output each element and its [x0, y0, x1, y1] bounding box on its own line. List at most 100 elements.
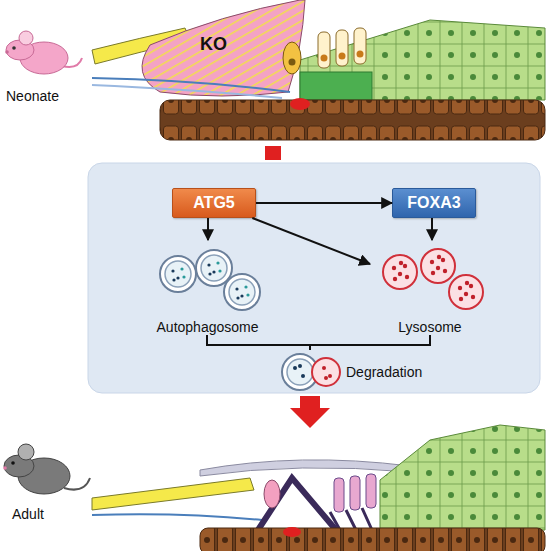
basilar-cells [200, 528, 545, 551]
cargo-dot [293, 366, 297, 370]
node-text-block: FOXA3 [407, 194, 460, 212]
enzyme-dot [392, 266, 396, 270]
regulation-arrow [431, 218, 433, 240]
stage-label: Adult [12, 506, 44, 522]
autophagosome-inner [287, 359, 313, 385]
tectorial-membrane [200, 460, 410, 476]
nerve-fiber [92, 85, 282, 98]
node-label: ATG5 [193, 194, 234, 212]
cargo-dot [208, 272, 211, 275]
vesicle-icons [150, 244, 265, 316]
regulation-arrow [207, 218, 209, 240]
down-arrow [290, 396, 330, 428]
cargo-dot [236, 296, 239, 299]
supporting-cells [380, 425, 545, 530]
degradation-group: Degradation [280, 350, 440, 395]
neonate-mouse [5, 31, 82, 74]
regulation-arrow [252, 218, 370, 264]
enzyme-dot [471, 295, 475, 299]
cell-nucleus [339, 53, 346, 60]
gene-box: ATG5 [172, 188, 256, 218]
supporting-cells [300, 20, 545, 100]
mouse-ear [18, 444, 34, 460]
enzyme-dot [393, 277, 397, 281]
cell-nucleus [357, 51, 364, 58]
vesicle-icons [370, 244, 490, 316]
red-structure [283, 527, 301, 537]
mechanism-panel [88, 163, 540, 393]
cargo-dot [172, 278, 175, 281]
enzyme-dot [403, 264, 407, 268]
autophagosome-inner [229, 279, 255, 305]
cell-nucleus [289, 59, 296, 66]
enzyme-dot [398, 272, 402, 276]
autophagosome-outer [160, 256, 196, 292]
cargo-dot [240, 294, 243, 297]
outer-hair-cell [336, 30, 348, 66]
lysosome-membrane [449, 275, 483, 309]
regulation-arrow [256, 202, 392, 204]
autophagosome-inner [201, 255, 227, 281]
outer-hair-cell [354, 28, 366, 64]
adult-cochlea [92, 425, 545, 551]
enzyme-dot [441, 258, 445, 262]
yellow-cells [92, 478, 254, 510]
gene-box: FOXA3 [392, 188, 476, 218]
cargo-dot [212, 270, 215, 273]
node-label: Lysosome [370, 319, 490, 335]
mouse-nose [5, 50, 9, 54]
outer-hair-cell [366, 474, 376, 508]
adult-mouse [3, 444, 90, 494]
cargo-dot [182, 275, 185, 278]
pillar-cells [300, 72, 372, 100]
cargo-dot [298, 364, 302, 368]
enzyme-dot [399, 261, 403, 265]
outer-hair-cell [350, 476, 360, 510]
node-label: FOXA3 [407, 194, 460, 212]
nerve-fiber [92, 514, 262, 520]
lysosome-membrane [383, 255, 417, 289]
cargo-dot [246, 293, 249, 296]
pillar-cells [258, 478, 336, 530]
enzyme-dot [431, 271, 435, 275]
node-text-block: Autophagosome [150, 319, 265, 335]
stage-label: Neonate [6, 88, 59, 104]
enzyme-dot [405, 275, 409, 279]
node-label: Autophagosome [150, 319, 265, 335]
autophagosome-inner [165, 261, 191, 287]
vesicle-group: Autophagosome [150, 240, 265, 335]
cargo-dot [301, 374, 305, 378]
region-label: KO [200, 34, 227, 55]
cargo-dot [176, 276, 179, 279]
enzyme-dot [459, 297, 463, 301]
node-label: Degradation [346, 364, 422, 380]
cargo-dot [180, 267, 183, 270]
vesicle-group: Lysosome [370, 240, 490, 335]
inhibition-mark [265, 146, 281, 160]
inner-hair-cell [283, 42, 301, 74]
enzyme-dot [469, 284, 473, 288]
red-structure [290, 98, 310, 110]
autophagosome-outer [196, 250, 232, 286]
enzyme-dot [437, 255, 441, 259]
cargo-dot [235, 287, 238, 290]
enzyme-dot [458, 286, 462, 290]
cargo-dot [324, 376, 328, 380]
merge-bracket [207, 335, 310, 350]
mouse-nose [3, 466, 7, 470]
mouse-ear [19, 31, 33, 45]
autolysosome-icon [280, 350, 342, 395]
outer-hair-cell [334, 478, 344, 512]
cargo-dot [171, 269, 174, 272]
basilar-cells [160, 100, 545, 140]
cell-nucleus [321, 55, 328, 62]
cargo-dot [244, 285, 247, 288]
inner-hair-cell [264, 480, 280, 508]
neonate-cochlea [92, 0, 545, 140]
enzyme-dot [465, 281, 469, 285]
mouse-eye [11, 461, 15, 465]
